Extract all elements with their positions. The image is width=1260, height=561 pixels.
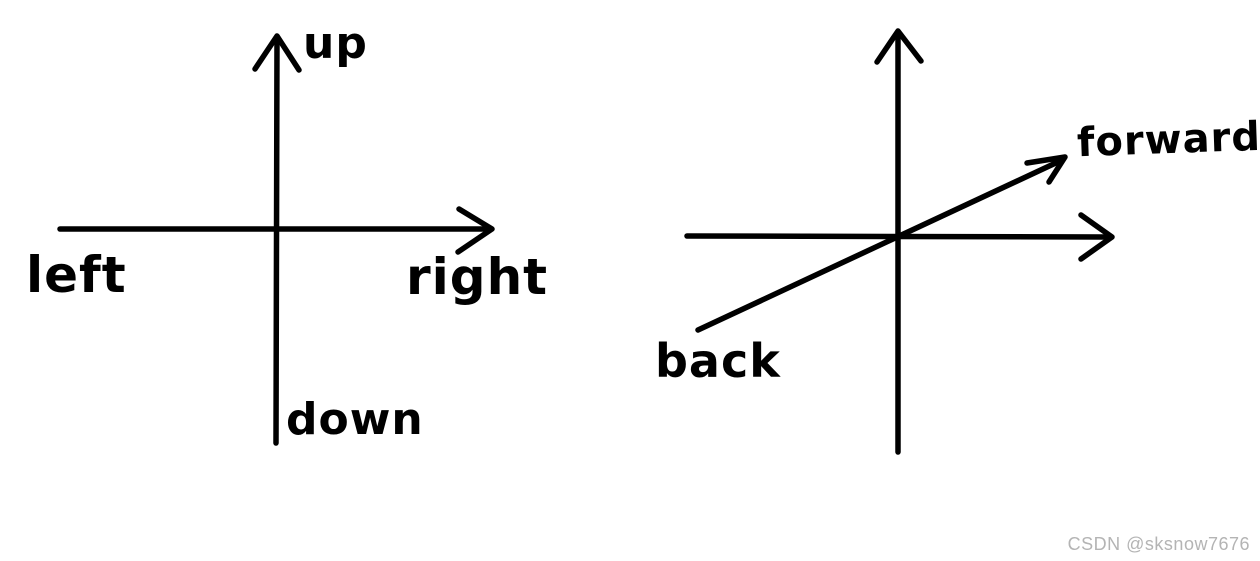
left-label: left xyxy=(26,246,127,304)
up-label: up xyxy=(303,18,368,69)
right-diagram-vertical-axis-arrow xyxy=(874,28,924,455)
back-label: back xyxy=(655,334,781,388)
right-label: right xyxy=(406,248,549,306)
up-axis-arrow xyxy=(252,33,302,446)
csdn-watermark: CSDN @sksnow7676 xyxy=(1067,534,1250,554)
forward-back-diagonal-arrow xyxy=(695,154,1068,333)
forward-label: forward xyxy=(1076,113,1260,167)
down-label: down xyxy=(286,394,424,445)
left-right-axis-arrow xyxy=(57,206,495,255)
